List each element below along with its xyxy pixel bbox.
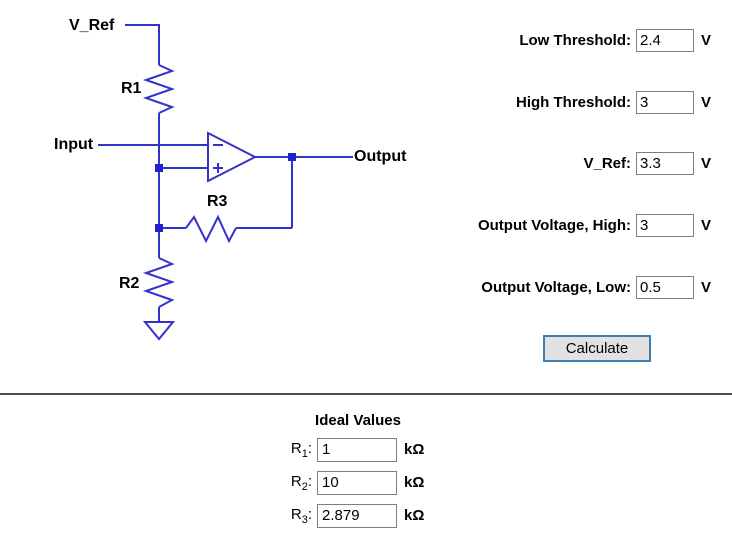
- output-voltage-high-label: Output Voltage, High:: [477, 216, 631, 234]
- r2-label: R2: [119, 275, 140, 292]
- form-row-low-threshold: Low Threshold: V: [430, 27, 714, 53]
- r3-result-label: R3:: [290, 505, 312, 526]
- high-threshold-unit: V: [701, 93, 712, 111]
- vref-input[interactable]: [636, 151, 694, 175]
- opamp-icon: [207, 131, 258, 183]
- r3-label: R3: [207, 193, 228, 210]
- result-row-r3: R3: kΩ: [266, 502, 424, 529]
- feedback-wire: [159, 157, 293, 229]
- r2-result-input[interactable]: [317, 470, 397, 495]
- section-divider: [0, 393, 732, 395]
- form-row-vref: V_Ref: V: [430, 150, 714, 176]
- form-row-output-voltage-low: Output Voltage, Low: V: [430, 274, 714, 300]
- result-row-r1: R1: kΩ: [266, 436, 424, 463]
- r3-result-unit: kΩ: [404, 507, 425, 524]
- r2-result-unit: kΩ: [404, 474, 425, 491]
- high-threshold-label: High Threshold:: [516, 93, 631, 111]
- r3-result-input[interactable]: [317, 503, 397, 528]
- vref-label: V_Ref: [69, 17, 115, 34]
- output-voltage-low-unit: V: [701, 278, 712, 296]
- r1-result-label: R1:: [290, 439, 312, 460]
- output-label: Output: [354, 148, 407, 165]
- circuit-schematic: [98, 24, 353, 341]
- resistor-r3-icon: [185, 214, 237, 244]
- ideal-values-heading: Ideal Values: [315, 412, 401, 429]
- calculate-button[interactable]: Calculate: [543, 335, 651, 362]
- junction-node-feedback: [155, 224, 163, 232]
- output-voltage-high-unit: V: [701, 216, 712, 234]
- junction-node-output: [288, 153, 296, 161]
- output-voltage-low-label: Output Voltage, Low:: [481, 278, 631, 296]
- low-threshold-label: Low Threshold:: [519, 31, 631, 49]
- vref-unit: V: [701, 154, 712, 172]
- junction-node-plus: [155, 164, 163, 172]
- high-threshold-input[interactable]: [636, 90, 694, 114]
- opamp-noninverting-input-icon: [213, 163, 223, 173]
- low-threshold-input[interactable]: [636, 28, 694, 52]
- ground-icon: [142, 321, 176, 341]
- input-label: Input: [54, 136, 94, 153]
- vref-wire: [125, 24, 160, 65]
- output-voltage-high-input[interactable]: [636, 213, 694, 237]
- r1-result-unit: kΩ: [404, 441, 425, 458]
- vref-field-label: V_Ref:: [583, 154, 631, 172]
- r1-result-input[interactable]: [317, 437, 397, 462]
- output-voltage-low-input[interactable]: [636, 275, 694, 299]
- resistor-r1-icon: [142, 64, 176, 114]
- low-threshold-unit: V: [701, 31, 712, 49]
- resistor-r2-icon: [142, 257, 176, 308]
- r1-label: R1: [121, 80, 142, 97]
- r2-result-label: R2:: [290, 472, 312, 493]
- result-row-r2: R2: kΩ: [266, 469, 424, 496]
- form-row-output-voltage-high: Output Voltage, High: V: [430, 212, 714, 238]
- form-row-high-threshold: High Threshold: V: [430, 89, 714, 115]
